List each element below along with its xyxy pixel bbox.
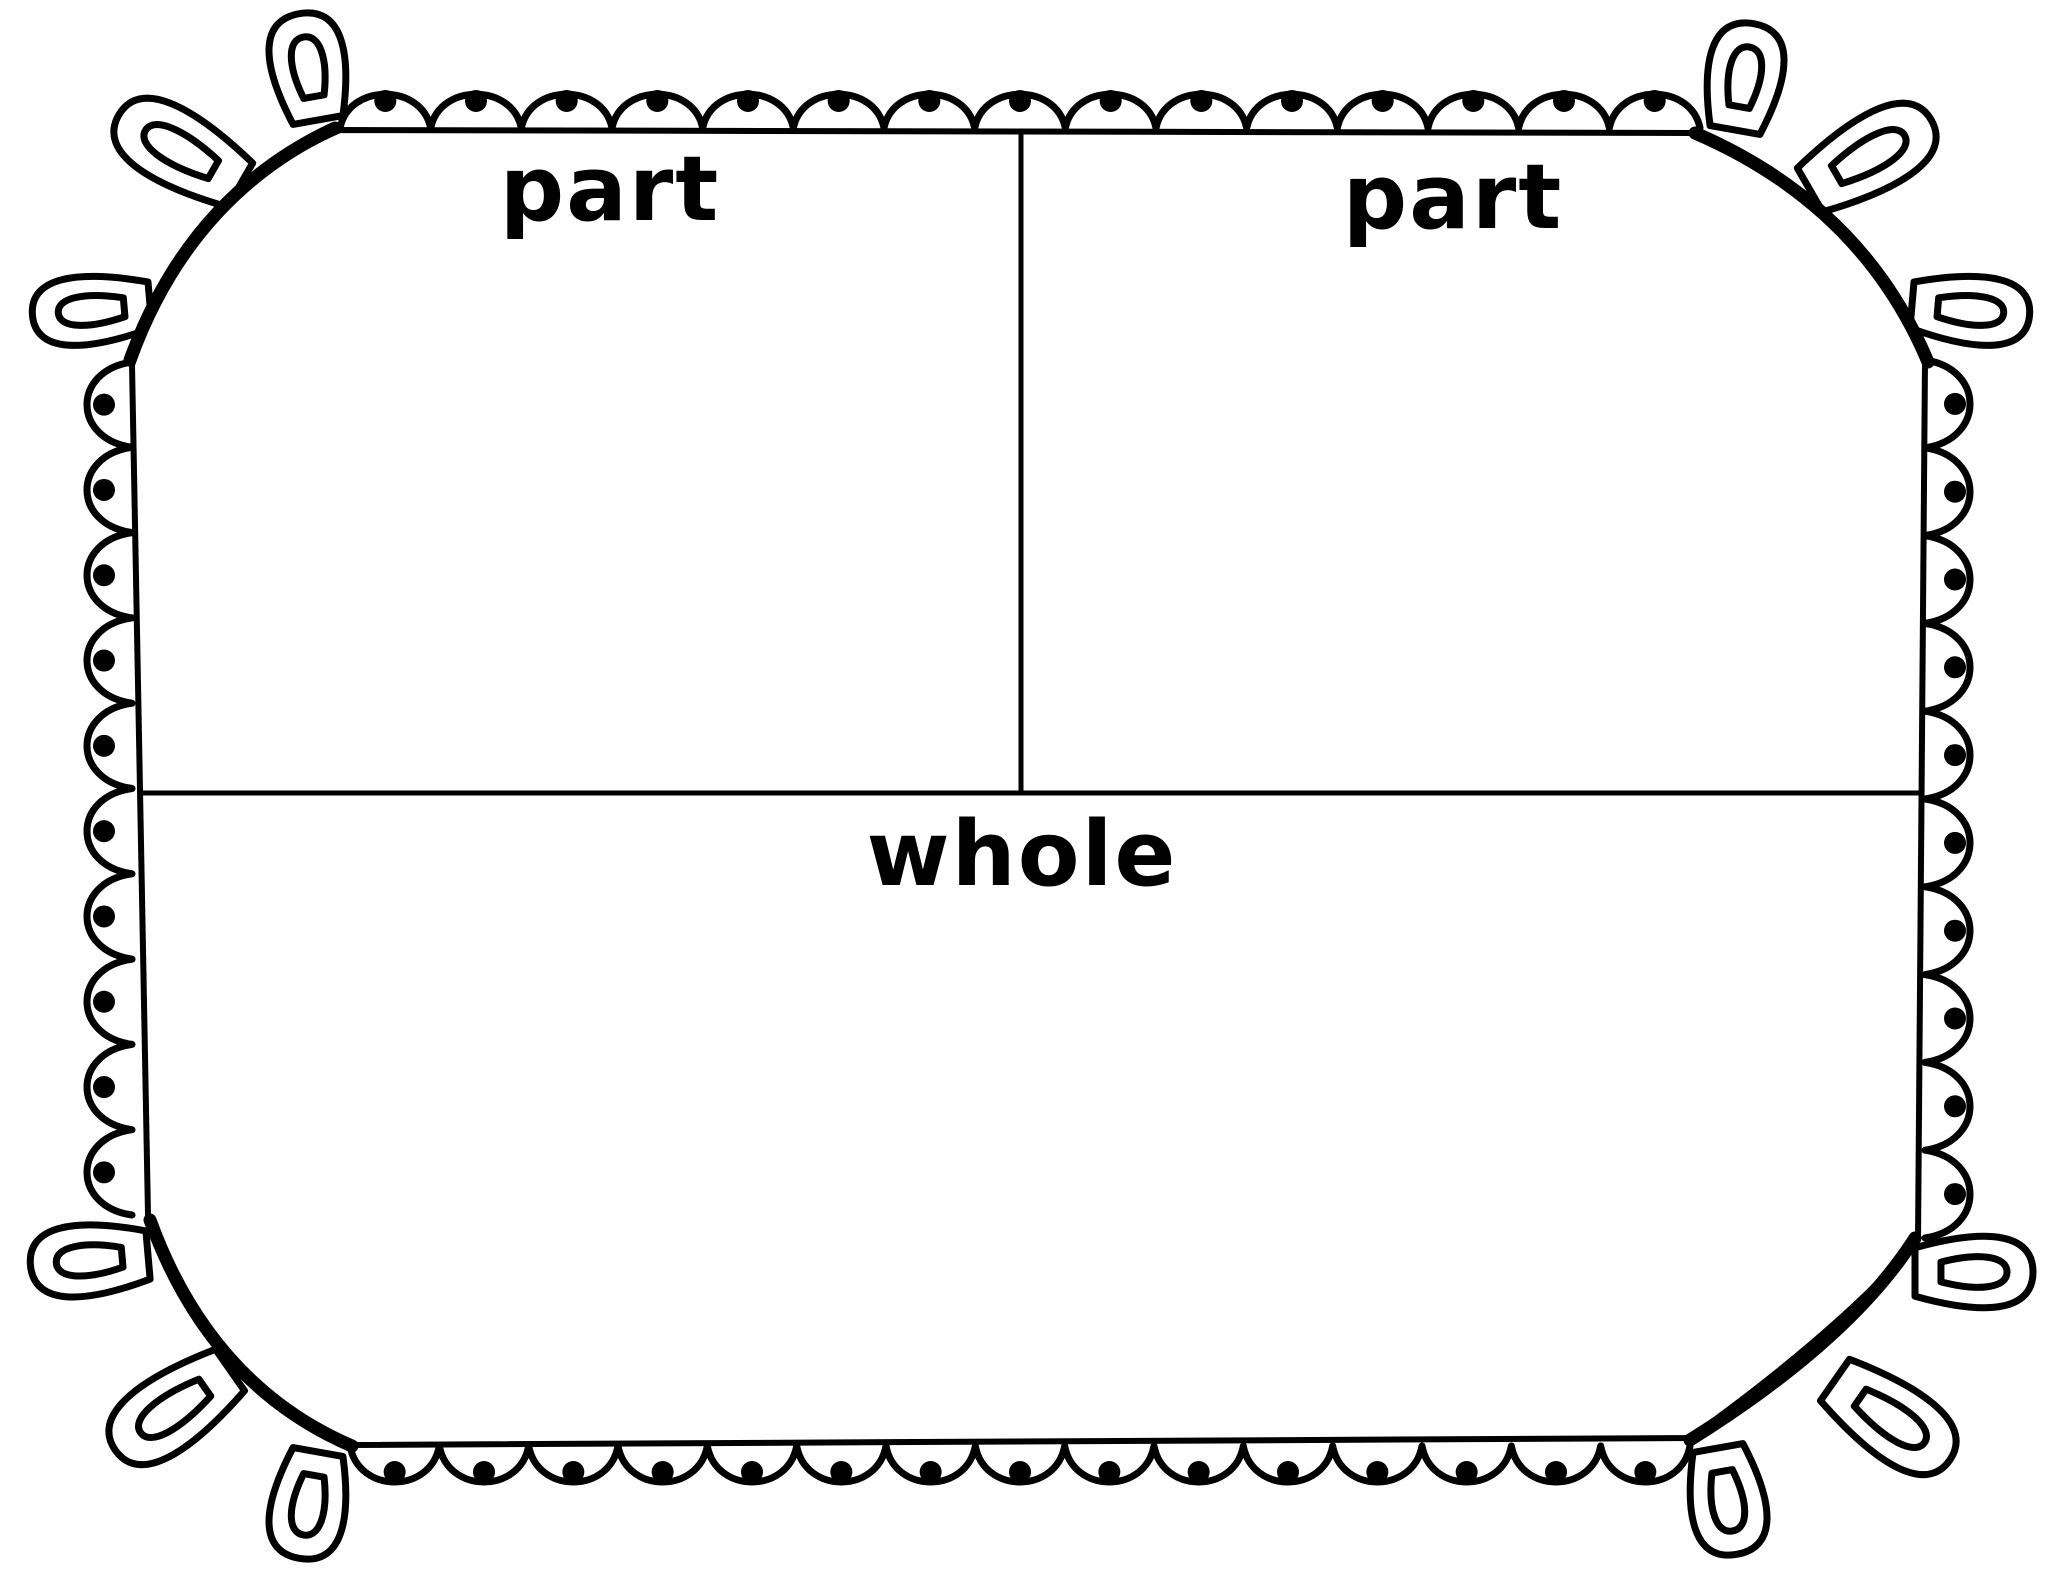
- border-dot: [1944, 1095, 1966, 1117]
- border-dot: [93, 650, 115, 672]
- border-dot: [1944, 1008, 1966, 1030]
- border-dot: [1944, 393, 1966, 415]
- border-dot: [93, 820, 115, 842]
- border-dot: [93, 735, 115, 757]
- part-right-label: part: [1343, 145, 1564, 250]
- mat-outline: [132, 130, 1925, 1445]
- corner-curl-bottom-left-side-inner: [55, 1242, 123, 1278]
- corner-curl-bottom-right-side-inner: [1941, 1257, 2007, 1288]
- border-dot: [93, 1076, 115, 1098]
- border-dot: [1944, 832, 1966, 854]
- border-dot: [93, 905, 115, 927]
- border-dot: [93, 991, 115, 1013]
- border-dot: [1944, 481, 1966, 503]
- border-dot: [1944, 920, 1966, 942]
- border-dot: [1944, 744, 1966, 766]
- border-dot: [93, 564, 115, 586]
- whole-label: whole: [867, 802, 1178, 907]
- border-dot: [93, 1161, 115, 1183]
- border-dot: [1944, 1183, 1966, 1205]
- border-dot: [1944, 569, 1966, 591]
- border-dot: [1944, 656, 1966, 678]
- part-left-label: part: [500, 137, 721, 242]
- corner-curl-top-right-side-inner: [1937, 293, 2005, 328]
- corner-curl-top-left-side-inner: [57, 293, 125, 328]
- border-dot: [93, 479, 115, 501]
- border-dot: [93, 394, 115, 416]
